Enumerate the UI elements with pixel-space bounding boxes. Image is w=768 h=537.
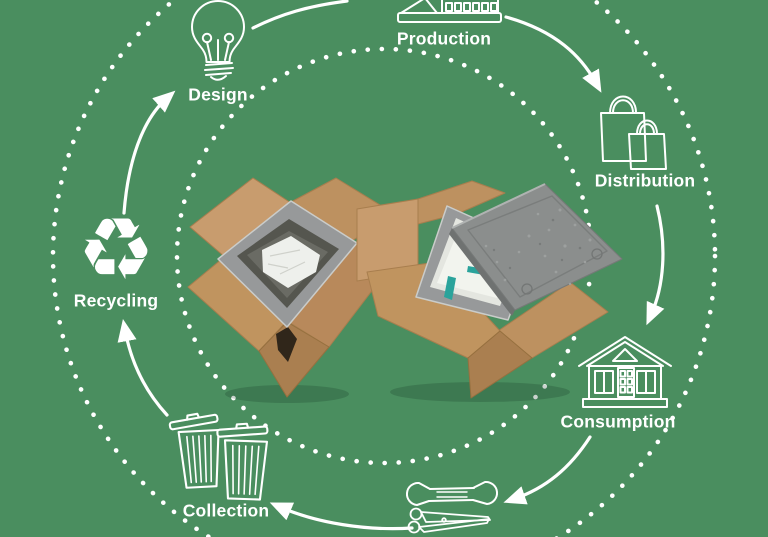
arrow-design-to-production	[251, 0, 349, 30]
stage-label-design: Design	[188, 84, 248, 105]
arrow-distribution-to-consumption	[646, 204, 665, 326]
trash-bin-left	[168, 412, 220, 489]
arrow-production-to-distribution	[504, 15, 602, 93]
left-box	[187, 177, 394, 398]
factory-icon	[397, 0, 502, 23]
waste-bins-icon	[168, 412, 269, 501]
recycling-icon: ♻	[77, 200, 155, 300]
repair-tools-icon	[405, 480, 499, 534]
product-photo-boxes	[187, 177, 623, 403]
arrow-collection-to-recycling	[117, 318, 169, 417]
arrow-consumption-to-repair	[503, 435, 592, 505]
lightbulb-icon	[191, 0, 245, 81]
stage-label-recycling: Recycling	[73, 290, 159, 311]
stage-label-collection: Collection	[182, 500, 270, 521]
stage-label-production: Production	[396, 28, 492, 49]
trash-bin-right	[216, 422, 269, 501]
arrow-repair-to-collection	[269, 502, 414, 531]
right-box	[356, 180, 623, 399]
arrow-recycling-to-design	[122, 90, 176, 215]
house-icon	[578, 336, 672, 408]
wrench-icon	[405, 480, 499, 506]
stage-label-distribution: Distribution	[594, 170, 696, 191]
foam-lid	[449, 183, 623, 316]
shopping-bags-icon	[600, 95, 667, 170]
stage-label-consumption: Consumption	[560, 411, 676, 432]
scissors-icon	[407, 507, 491, 534]
outer-dotted-circle	[50, 0, 718, 537]
